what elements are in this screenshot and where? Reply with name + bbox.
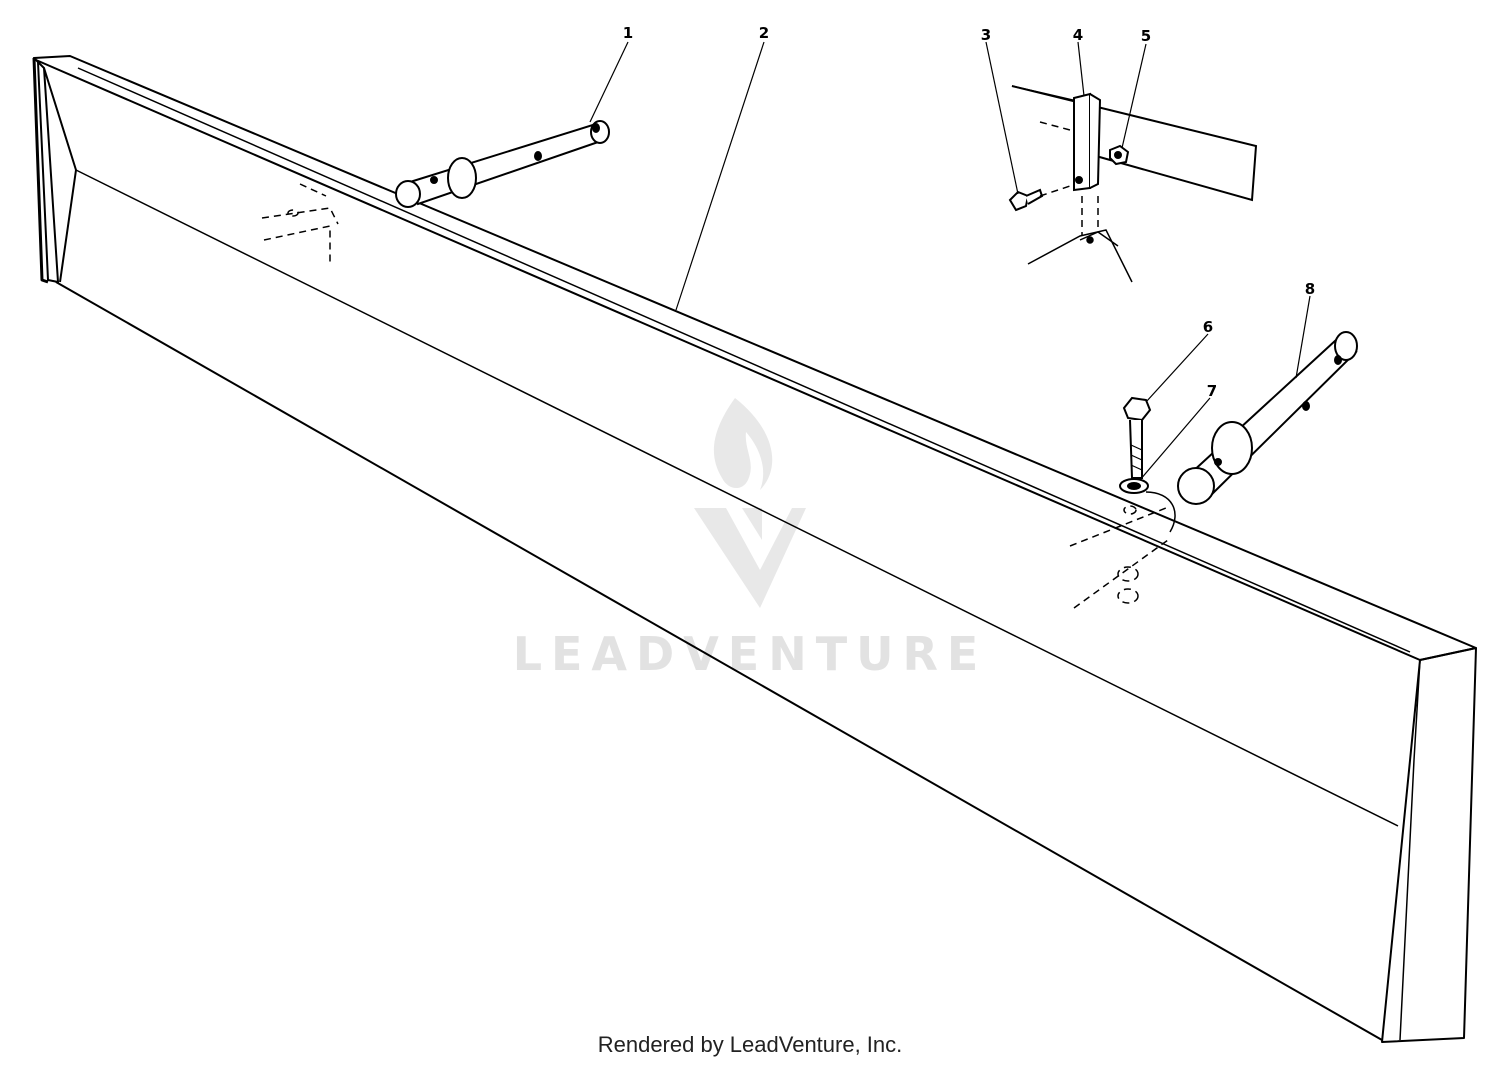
pin-right-arc [1145, 491, 1176, 533]
blade-ridge [77, 67, 1411, 653]
part-label-1: 1 [623, 24, 633, 42]
blade-assembly [32, 55, 1477, 1043]
blade-left-end [33, 57, 59, 283]
part-label-7: 7 [1207, 382, 1217, 400]
blade-bottom-edge [55, 281, 1383, 1041]
part-label-6: 6 [1203, 318, 1213, 336]
watermark-logo [694, 398, 806, 608]
bolt-and-washer [1119, 396, 1152, 494]
part-label-4: 4 [1073, 26, 1083, 44]
blade-crease [75, 169, 1399, 827]
part-label-8: 8 [1305, 280, 1315, 298]
watermark-text: LEADVENTURE [513, 627, 988, 681]
hidden-bolt-path [1069, 505, 1169, 609]
detail-mount [1027, 229, 1133, 283]
detail-bar [1011, 85, 1258, 202]
part-label-2: 2 [759, 24, 769, 42]
detail-hidden-lines [1039, 121, 1099, 236]
leader-lines [589, 41, 1311, 481]
pin-right [1177, 331, 1358, 505]
detail-bracket [1073, 92, 1091, 192]
part-label-5: 5 [1141, 27, 1151, 45]
bracket-detail [1008, 85, 1258, 212]
hidden-mount-left [261, 183, 339, 266]
footer-credit: Rendered by LeadVenture, Inc. [597, 1032, 903, 1057]
pin-left [395, 120, 610, 208]
part-label-3: 3 [981, 26, 991, 44]
blade-left-bevel [43, 67, 77, 283]
blade-right-end [1381, 647, 1477, 1043]
